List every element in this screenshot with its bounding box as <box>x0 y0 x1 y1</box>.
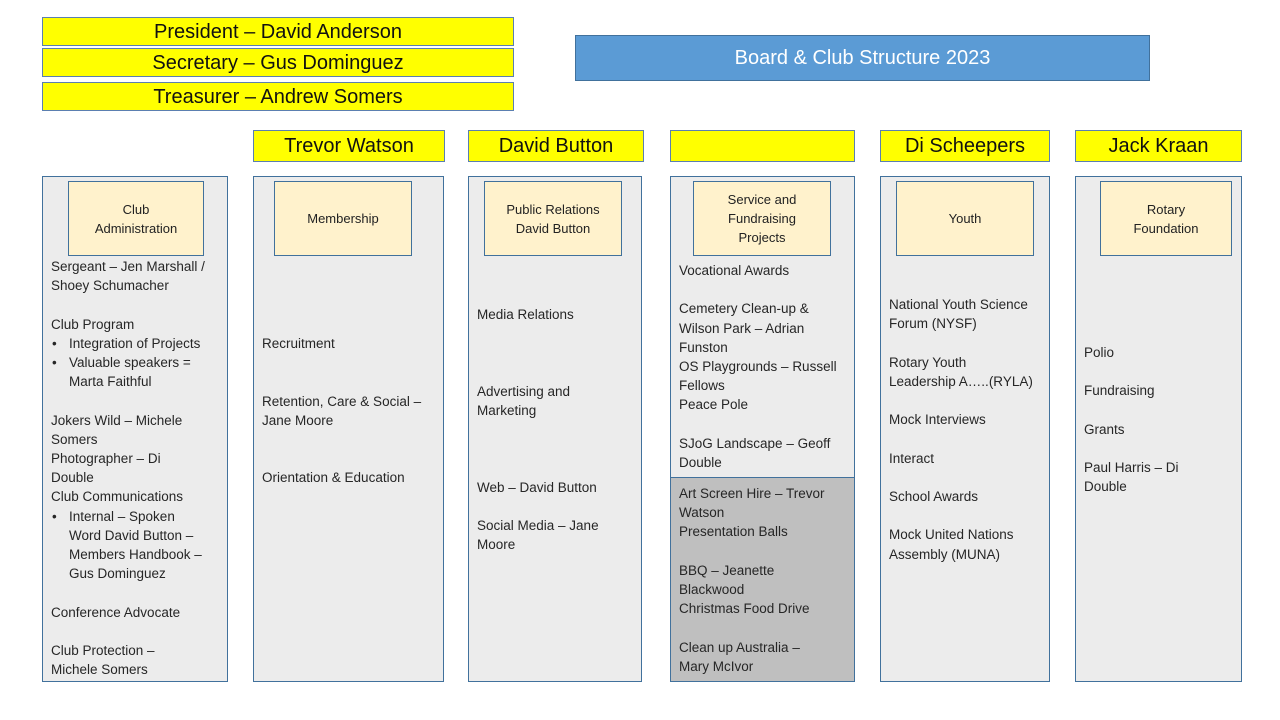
list-item: Club Communications <box>51 489 184 505</box>
list-item: Jane Moore <box>262 412 334 428</box>
list-item: Double <box>679 455 722 470</box>
president-box: President – David Anderson <box>42 17 514 46</box>
list-item: Paul Harris – Di <box>1084 460 1179 476</box>
list-item: National Youth Science <box>889 297 1028 312</box>
list-item: Grants <box>1084 421 1125 437</box>
portfolio-line: David Button <box>515 220 591 236</box>
list-item: Social Media – Jane <box>477 518 599 534</box>
column-rotary-foundation: Rotary Foundation Polio Fundraising Gran… <box>1075 176 1242 682</box>
item-list: Sergeant – Jen Marshall / Shoey Schumach… <box>51 257 221 679</box>
column-membership: Membership Recruitment Retention, Care &… <box>253 176 444 682</box>
portfolio-line: Youth <box>948 211 982 226</box>
list-item: Interact <box>889 450 935 466</box>
list-item: Blackwood <box>679 582 745 597</box>
list-item: Double <box>1084 479 1127 495</box>
column-service-projects: Service and Fundraising Projects Vocatio… <box>670 176 855 682</box>
list-item: Conference Advocate <box>51 604 181 620</box>
list-item: Photographer – Di <box>51 451 161 466</box>
item-list: Media Relations Advertising and Marketin… <box>477 305 635 555</box>
list-item: Marketing <box>477 402 537 418</box>
list-item: Sergeant – Jen Marshall / <box>51 259 205 274</box>
list-item: Peace Pole <box>679 397 749 413</box>
bullet-item: Valuable speakers =Marta Faithful <box>51 353 221 391</box>
item-list: National Youth Science Forum (NYSF) Rota… <box>889 295 1043 564</box>
list-item: Michele Somers <box>51 662 148 678</box>
list-item: Fellows <box>679 378 725 394</box>
portfolio-club-administration: Club Administration <box>68 181 204 256</box>
list-item: School Awards <box>889 488 979 504</box>
list-item: Polio <box>1084 345 1115 360</box>
portfolio-line: Service and <box>727 192 797 207</box>
bullet-item: Integration of Projects <box>51 334 221 353</box>
list-item: Wilson Park – Adrian <box>679 320 805 336</box>
portfolio-line: Public Relations <box>506 201 600 217</box>
list-item: Christmas Food Drive <box>679 601 810 617</box>
chart-title: Board & Club Structure 2023 <box>575 35 1150 81</box>
treasurer-box: Treasurer – Andrew Somers <box>42 82 514 111</box>
director-rotary-foundation: Jack Kraan <box>1075 130 1242 162</box>
list-item: Clean up Australia – <box>679 639 800 655</box>
item-list: Polio Fundraising Grants Paul Harris – D… <box>1084 343 1235 497</box>
list-item: SJoG Landscape – Geoff <box>679 435 831 451</box>
list-item: Mary McIvor <box>679 658 754 674</box>
portfolio-line: Foundation <box>1133 220 1199 236</box>
list-item: Cemetery Clean-up & <box>679 301 809 317</box>
list-item: Moore <box>477 537 516 553</box>
item-list: Recruitment Retention, Care & Social – J… <box>262 334 437 488</box>
list-item: Forum (NYSF) <box>889 316 977 332</box>
list-item: BBQ – Jeanette <box>679 562 775 578</box>
item-list-lower: Art Screen Hire – Trevor Watson Presenta… <box>679 484 848 676</box>
director-youth: Di Scheepers <box>880 130 1050 162</box>
list-item: Jokers Wild – Michele <box>51 412 183 428</box>
list-item: Leadership A…..(RYLA) <box>889 373 1033 389</box>
list-item: OS Playgrounds – Russell <box>679 359 837 374</box>
portfolio-line: Administration <box>94 220 178 236</box>
list-item: Rotary Youth <box>889 354 967 370</box>
list-item: Mock United Nations <box>889 527 1014 543</box>
list-item: Mock Interviews <box>889 412 986 428</box>
portfolio-service-projects: Service and Fundraising Projects <box>693 181 831 256</box>
director-service-projects <box>670 130 855 162</box>
column-public-relations: Public Relations David Button Media Rela… <box>468 176 642 682</box>
list-item: Club Program <box>51 316 135 332</box>
list-item: Retention, Care & Social – <box>262 393 422 409</box>
list-item: Presentation Balls <box>679 524 788 540</box>
portfolio-public-relations: Public Relations David Button <box>484 181 622 256</box>
list-item: Double <box>51 470 94 486</box>
director-membership: Trevor Watson <box>253 130 445 162</box>
list-item: Art Screen Hire – Trevor <box>679 486 825 501</box>
list-item: Orientation & Education <box>262 470 405 486</box>
portfolio-line: Fundraising <box>728 211 796 226</box>
item-list: Vocational Awards Cemetery Clean-up & Wi… <box>679 261 848 472</box>
list-item: Club Protection – <box>51 643 155 658</box>
column-club-administration: Club Administration Sergeant – Jen Marsh… <box>42 176 228 682</box>
list-item: Advertising and <box>477 383 571 399</box>
list-item: Watson <box>679 505 725 521</box>
list-item: Assembly (MUNA) <box>889 546 1001 562</box>
column-youth: Youth National Youth Science Forum (NYSF… <box>880 176 1050 682</box>
portfolio-membership: Membership <box>274 181 412 256</box>
list-item: Recruitment <box>262 336 335 351</box>
portfolio-youth: Youth <box>896 181 1034 256</box>
portfolio-line: Projects <box>738 230 786 245</box>
list-item: Web – David Button <box>477 479 597 495</box>
portfolio-line: Membership <box>307 211 379 226</box>
secretary-box: Secretary – Gus Dominguez <box>42 48 514 77</box>
list-item: Vocational Awards <box>679 263 790 278</box>
list-item: Somers <box>51 431 98 447</box>
list-item: Fundraising <box>1084 383 1155 399</box>
portfolio-line: Rotary <box>1146 201 1186 217</box>
list-item: Shoey Schumacher <box>51 278 169 294</box>
list-item: Funston <box>679 339 728 355</box>
director-public-relations: David Button <box>468 130 644 162</box>
portfolio-rotary-foundation: Rotary Foundation <box>1100 181 1232 256</box>
portfolio-line: Club <box>122 201 150 217</box>
list-item: Media Relations <box>477 307 574 322</box>
